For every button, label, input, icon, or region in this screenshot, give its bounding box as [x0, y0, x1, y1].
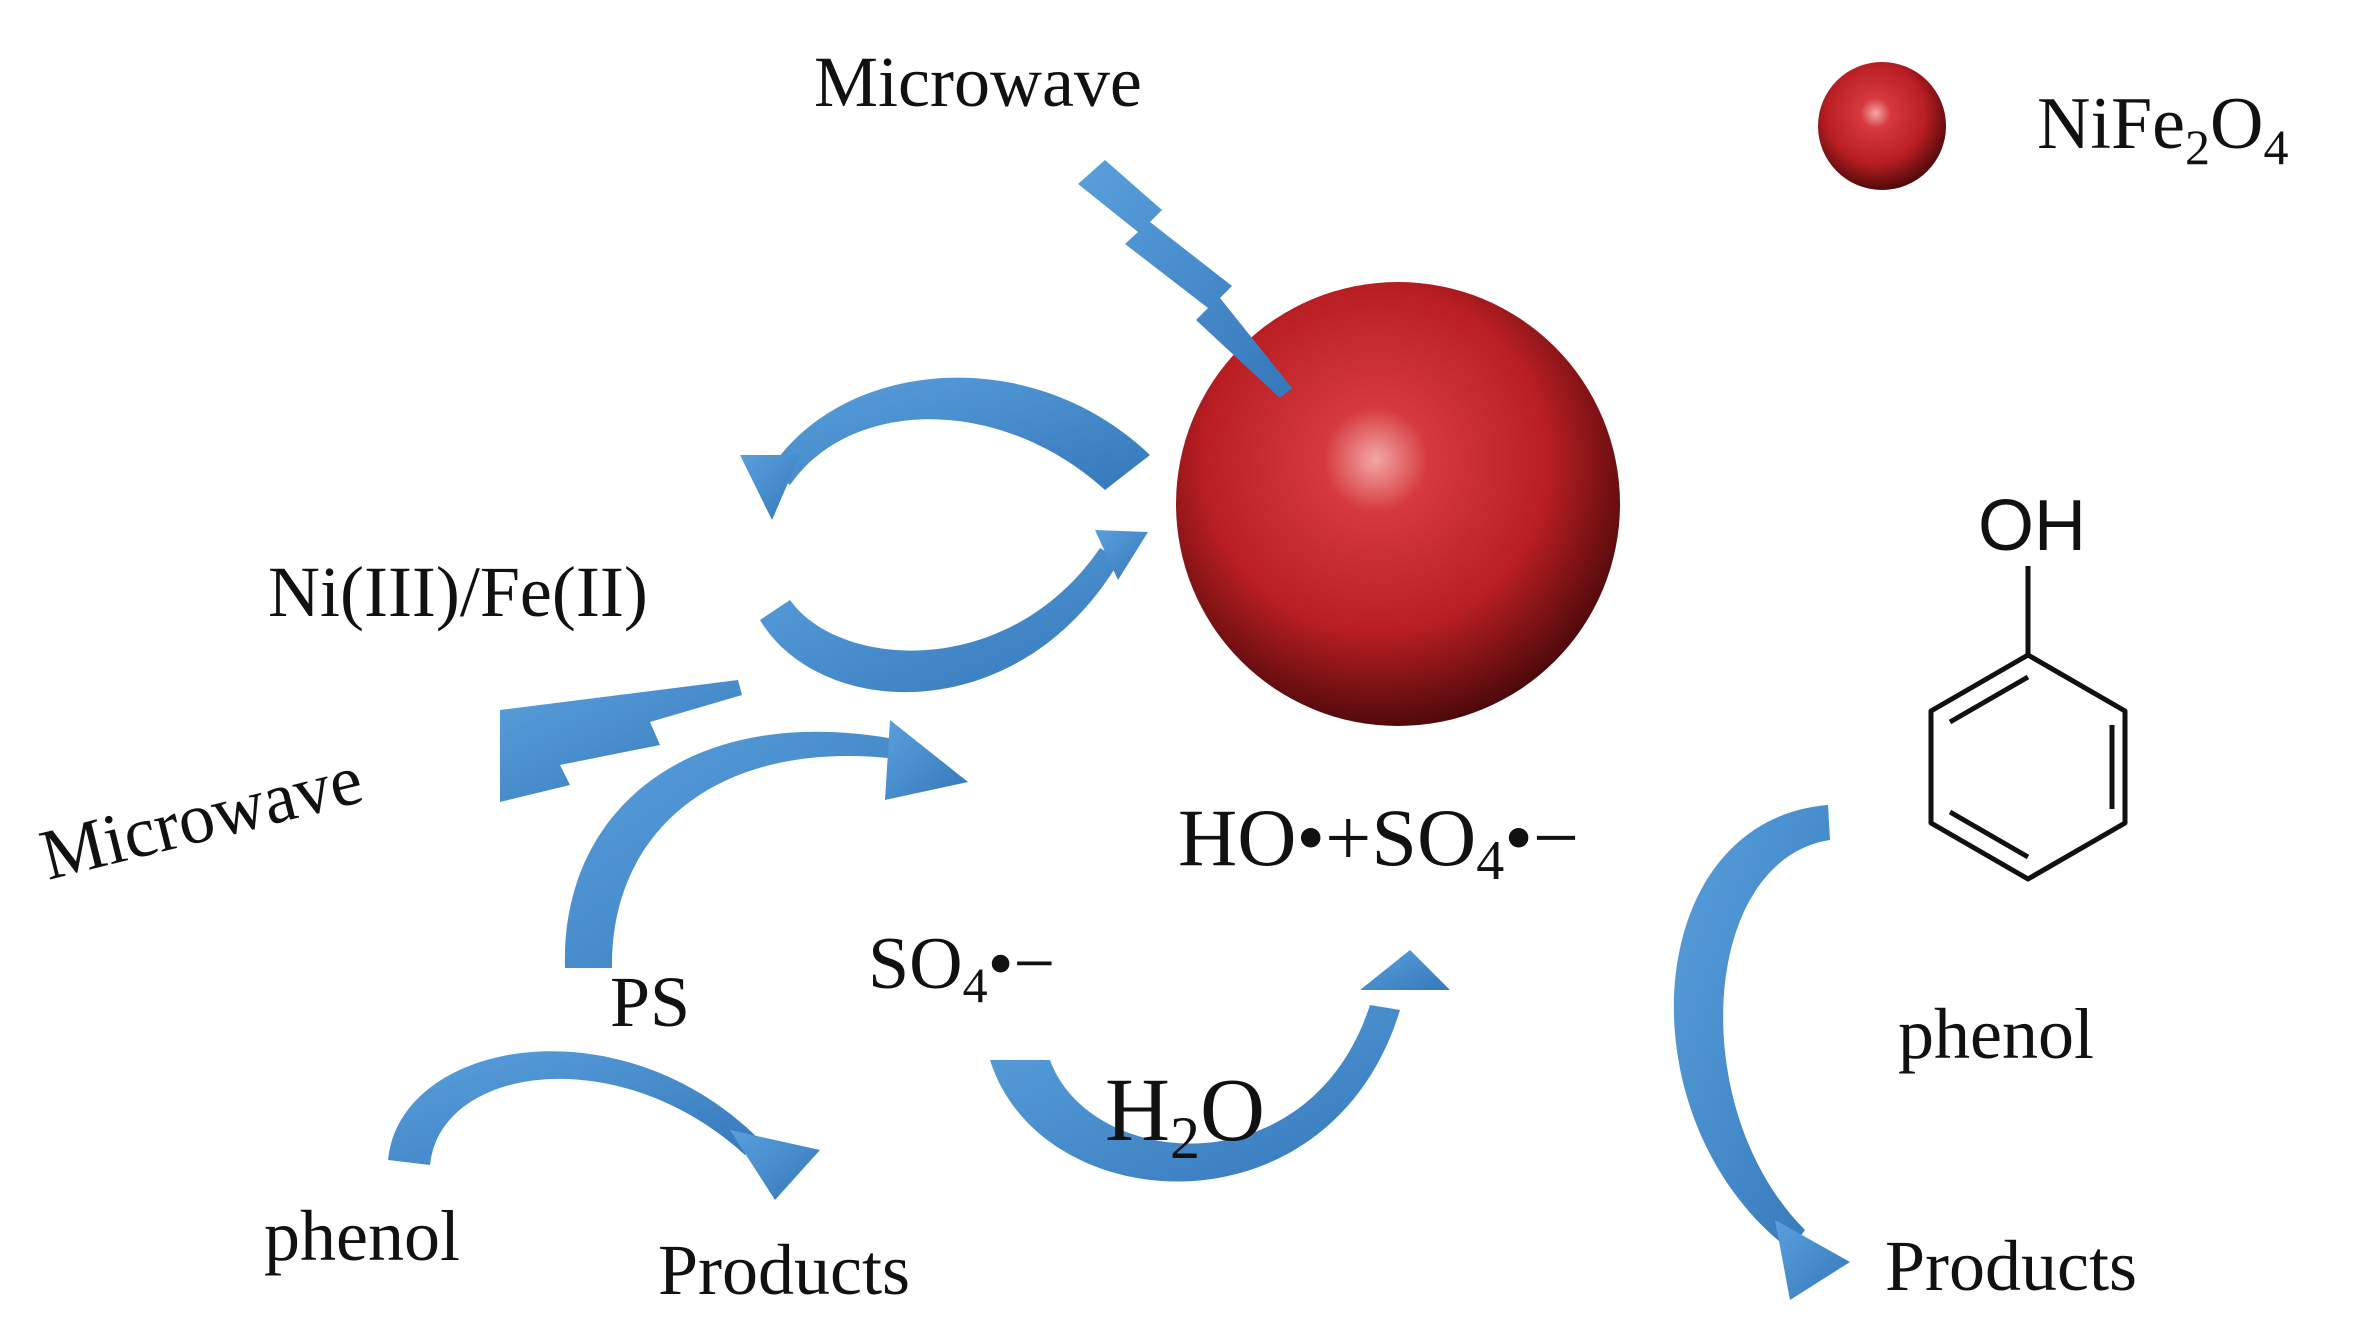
microwave-left-bolt-icon — [500, 680, 742, 802]
legend-sphere-icon — [1818, 62, 1946, 190]
so4-radical-label: SO4•− — [868, 923, 1055, 1013]
microwave-top-bolt-icon — [1078, 160, 1292, 398]
oh-group-label: OH — [1978, 486, 2086, 566]
ps-activation-arrow — [564, 731, 905, 968]
ps-activation-arrowhead-icon — [885, 720, 968, 800]
phenol-degradation-left-arrow — [388, 1051, 760, 1165]
h2o-conversion-arrowhead-icon — [1360, 950, 1450, 990]
phenol-degradation-left-arrowhead-icon — [730, 1130, 820, 1200]
phenol-left-label: phenol — [264, 1196, 460, 1276]
ps-label: PS — [610, 962, 690, 1042]
phenol-right-label: phenol — [1898, 994, 2094, 1074]
legend-label: NiFe2O4 — [2037, 83, 2288, 175]
phenol-degradation-right-arrowhead-icon — [1775, 1220, 1850, 1300]
radicals-label: HO•+SO4•− — [1178, 792, 1579, 892]
cycle-top-arrow — [770, 377, 1150, 490]
h2o-conversion-arrow — [990, 1005, 1400, 1182]
phenol-degradation-right-arrow — [1673, 805, 1830, 1250]
cycle-bottom-arrow — [760, 548, 1120, 693]
ni-fe-label: Ni(III)/Fe(II) — [268, 552, 648, 632]
nife2o4-particle — [1176, 282, 1620, 726]
phenol-structure-icon — [1928, 566, 2128, 882]
products-left-label: Products — [658, 1230, 910, 1310]
cycle-top-arrowhead-icon — [740, 455, 800, 520]
microwave-top-label: Microwave — [814, 42, 1142, 122]
cycle-bottom-arrowhead-icon — [1095, 530, 1148, 580]
products-right-label: Products — [1885, 1226, 2137, 1306]
microwave-left-label: Microwave — [33, 739, 370, 896]
h2o-label: H2O — [1105, 1061, 1265, 1171]
